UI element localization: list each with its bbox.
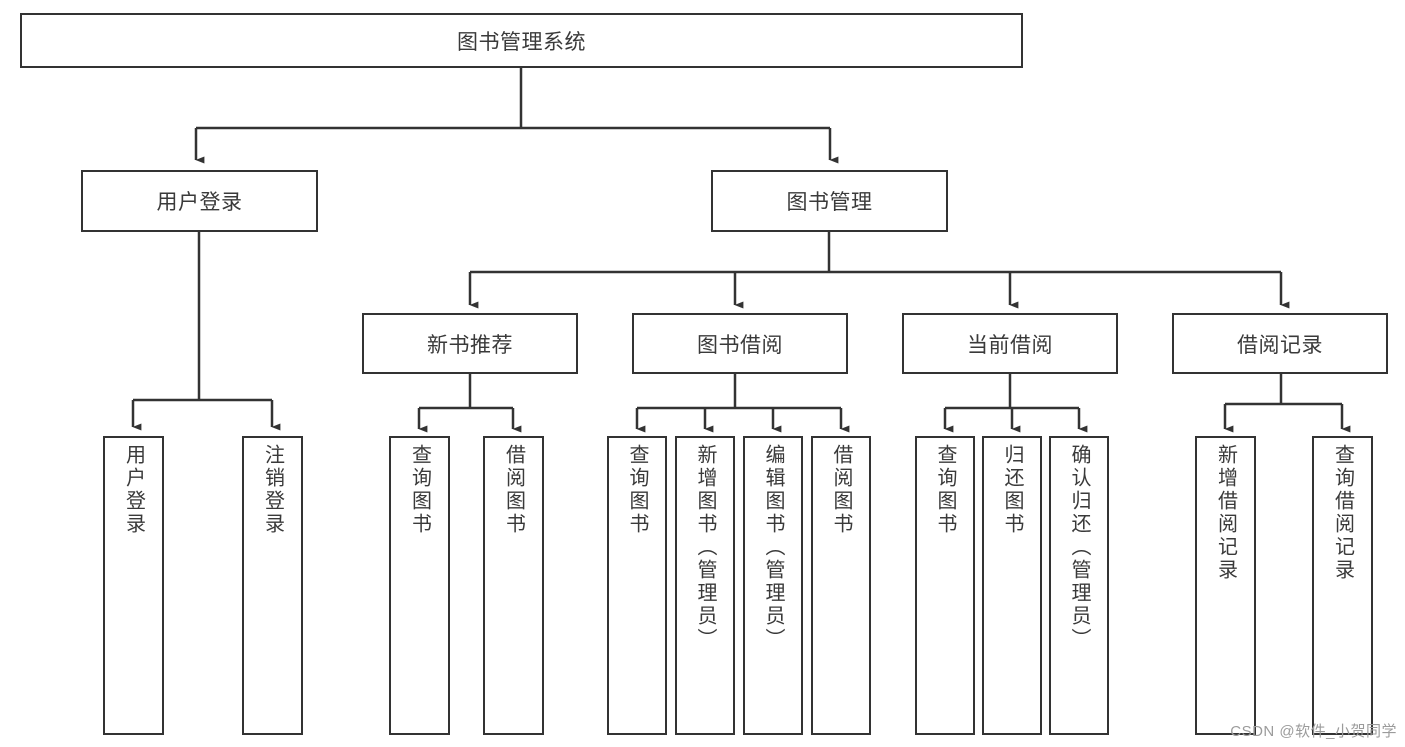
node-label: 图书管理 (786, 191, 873, 214)
node-label: 查询图书 (408, 444, 431, 536)
node-current-borrow[interactable]: 当前借阅 (902, 313, 1118, 374)
node-label: 编辑图书（管理员） (762, 444, 784, 651)
leaf-logout[interactable]: 注销登录 (242, 436, 303, 735)
node-user-login[interactable]: 用户登录 (81, 170, 318, 232)
leaf-confirm-return-admin[interactable]: 确认归还（管理员） (1049, 436, 1109, 735)
node-label: 借阅记录 (1237, 333, 1323, 357)
node-book-borrow[interactable]: 图书借阅 (632, 313, 848, 374)
leaf-new-book-borrow[interactable]: 借阅图书 (483, 436, 544, 735)
leaf-user-login[interactable]: 用户登录 (103, 436, 164, 735)
node-root-book-management-system[interactable]: 图书管理系统 (20, 13, 1023, 68)
node-label: 查询图书 (934, 444, 956, 536)
node-new-book-recommend[interactable]: 新书推荐 (362, 313, 578, 374)
leaf-return-book[interactable]: 归还图书 (982, 436, 1042, 735)
node-label: 用户登录 (122, 444, 145, 536)
node-label: 借阅图书 (502, 444, 525, 536)
leaf-add-book-admin[interactable]: 新增图书（管理员） (675, 436, 735, 735)
leaf-new-book-query[interactable]: 查询图书 (389, 436, 450, 735)
node-label: 新书推荐 (427, 333, 513, 357)
leaf-edit-book-admin[interactable]: 编辑图书（管理员） (743, 436, 803, 735)
node-label: 注销登录 (261, 444, 284, 536)
leaf-borrow-query-book[interactable]: 查询图书 (607, 436, 667, 735)
node-book-management[interactable]: 图书管理 (711, 170, 948, 232)
node-borrow-record[interactable]: 借阅记录 (1172, 313, 1388, 374)
leaf-current-query-book[interactable]: 查询图书 (915, 436, 975, 735)
node-label: 查询图书 (626, 444, 648, 536)
leaf-query-borrow-record[interactable]: 查询借阅记录 (1312, 436, 1373, 735)
node-label: 当前借阅 (967, 333, 1053, 357)
node-label: 用户登录 (156, 191, 243, 214)
node-label: 确认归还（管理员） (1068, 444, 1090, 651)
node-label: 图书借阅 (697, 333, 783, 357)
leaf-add-borrow-record[interactable]: 新增借阅记录 (1195, 436, 1256, 735)
node-label: 归还图书 (1001, 444, 1023, 536)
node-label: 查询借阅记录 (1331, 444, 1354, 582)
leaf-borrow-book[interactable]: 借阅图书 (811, 436, 871, 735)
node-label: 图书管理系统 (457, 30, 586, 54)
node-label: 借阅图书 (830, 444, 852, 536)
node-label: 新增图书（管理员） (694, 444, 716, 651)
node-label: 新增借阅记录 (1214, 444, 1237, 582)
